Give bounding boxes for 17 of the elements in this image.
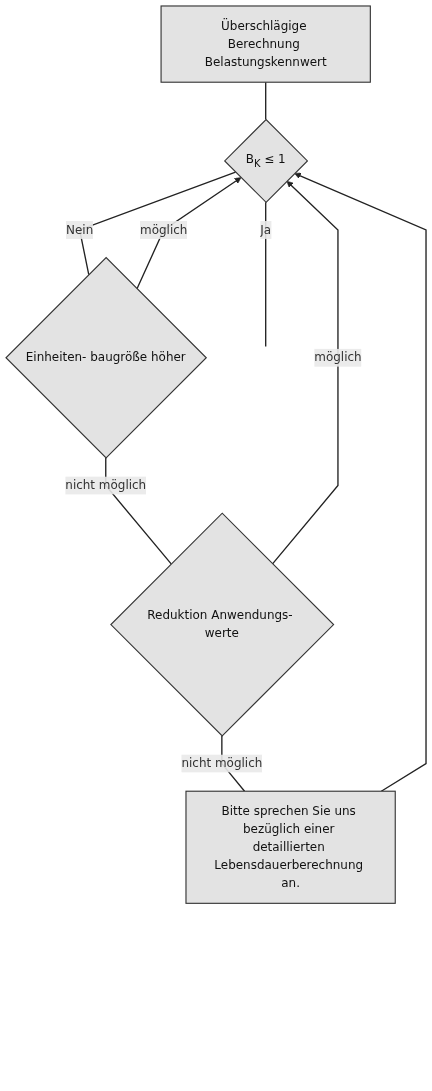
node-diamond: Reduktion Anwendungs- werte [110,512,335,737]
node-box: Bitte sprechen Sie uns bezüglich einer detaillierten Lebensdauerberechnung an. [185,790,396,904]
edge-label: nicht möglich [181,756,263,771]
arrow [136,177,242,290]
edge-label: möglich [314,350,362,365]
connector [265,81,267,121]
node-diamond: B$_{K}$ ≤ 1 [223,118,309,204]
connector [78,171,237,276]
arrow [271,180,339,565]
edge-label: Ja [260,222,272,237]
edge-label: nicht möglich [65,478,147,493]
connector [265,201,267,348]
edge-label: möglich [140,222,188,237]
node-diamond: Einheiten- baugröße höher [5,256,208,459]
arrow [294,172,427,792]
node-box: Überschlägige Berechnung Belastungskennwert [160,5,371,83]
edge-label: Nein [66,222,94,237]
